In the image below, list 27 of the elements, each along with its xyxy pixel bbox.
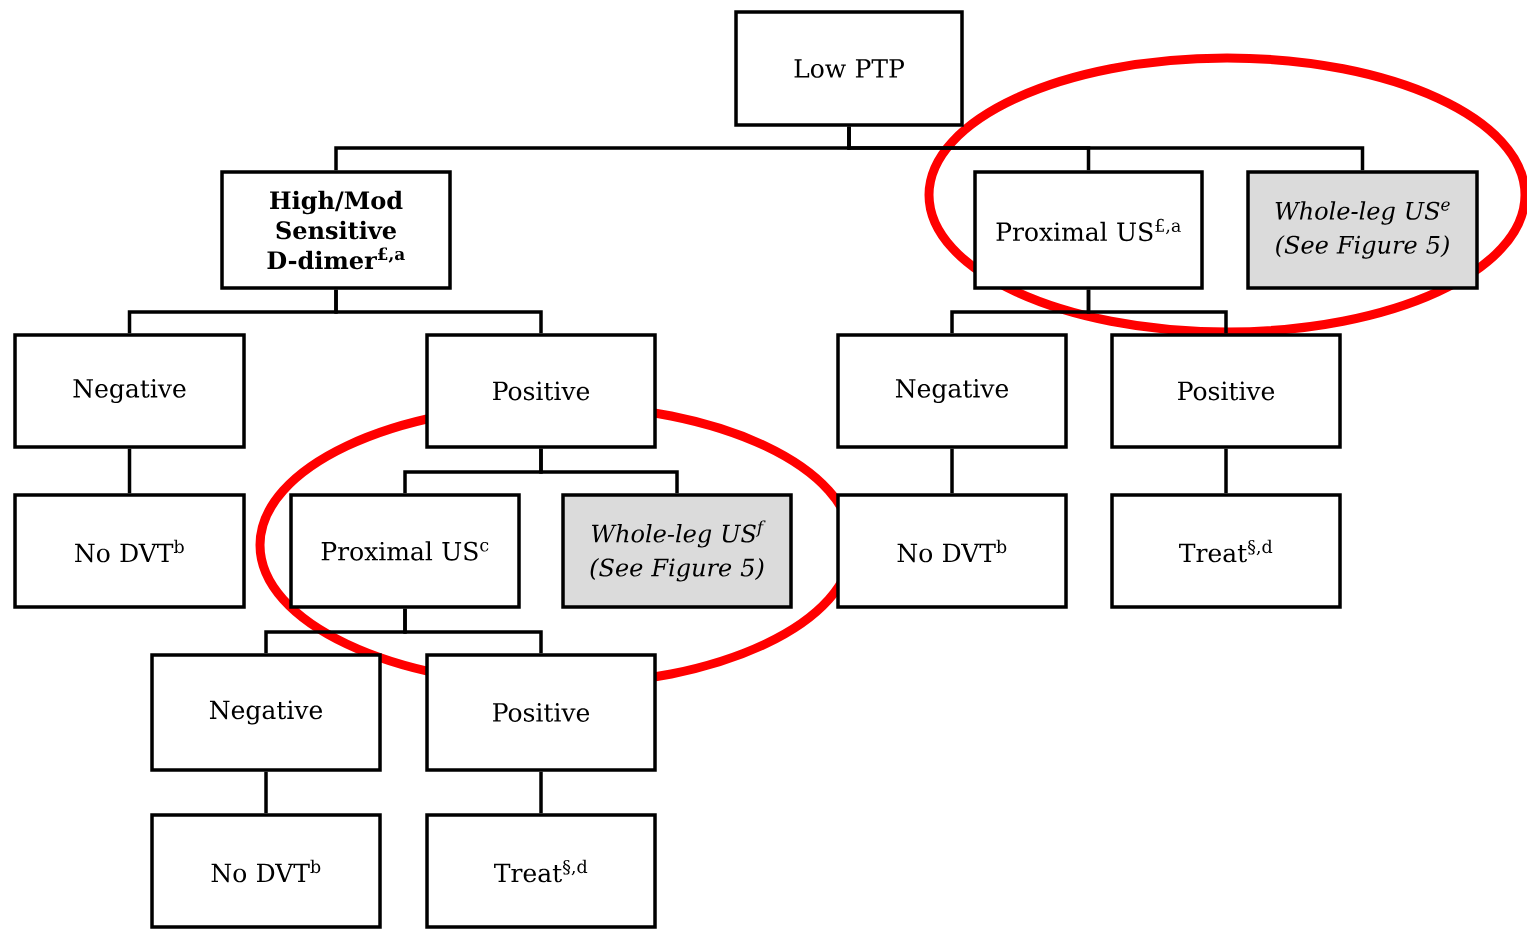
process-box: No DVT$^{b}$ <box>836 493 1068 609</box>
process-box: Negative <box>13 333 246 449</box>
connector <box>403 608 543 654</box>
connector <box>950 448 954 494</box>
process-box: Low PTP <box>734 10 964 127</box>
connector <box>539 448 679 494</box>
process-box: Positive <box>425 653 657 772</box>
process-box: Treat$^{§,d}$ <box>1110 493 1342 609</box>
shaded-box: Whole-leg US$^{f}$ (See Figure 5) <box>561 493 793 609</box>
process-box: Negative <box>836 333 1068 449</box>
shaded-box: Whole-leg US$^{e}$ (See Figure 5) <box>1246 170 1479 290</box>
connector <box>264 771 268 814</box>
process-box: Proximal US$^{£,a}$ <box>973 170 1204 290</box>
process-box: Positive <box>425 333 657 449</box>
connector <box>334 289 543 334</box>
connector <box>127 448 132 494</box>
connector <box>1086 289 1228 334</box>
connector <box>1224 448 1228 494</box>
process-box: High/Mod Sensitive D-dimer$^{£,a}$ <box>220 170 452 290</box>
process-box: No DVT$^{b}$ <box>150 813 382 929</box>
connector <box>847 126 1365 171</box>
connector <box>539 771 543 814</box>
process-box: No DVT$^{b}$ <box>13 493 246 609</box>
process-box: Treat$^{§,d}$ <box>425 813 657 929</box>
process-box: Negative <box>150 653 382 772</box>
process-box: Proximal US$^{c}$ <box>289 493 521 609</box>
process-box: Positive <box>1110 333 1342 449</box>
